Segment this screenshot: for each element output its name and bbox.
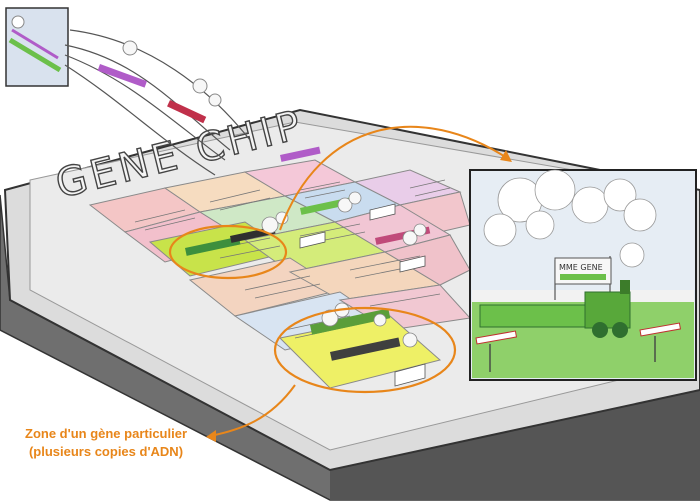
zone-caption: Zone d'un gène particulier (plusieurs co… [6,425,206,461]
arrow-to-inset [279,125,511,231]
highlight-ellipse-large [273,306,457,394]
zoom-inset: MME GENE [469,169,697,381]
highlight-ellipse-small [168,224,288,280]
caption-line-1: Zone d'un gène particulier [25,426,187,441]
arrow-to-caption [209,384,296,437]
inset-banner: MME GENE [554,256,612,300]
chip-side-front [330,390,700,500]
caption-line-2: (plusieurs copies d'ADN) [28,444,184,459]
flowing-trains [97,40,222,124]
train-icon [479,280,631,338]
inset-banner-text: MME GENE [559,263,603,272]
barrier-icon [299,203,426,387]
steam-icon [483,169,657,268]
dna-strand-icon [185,146,431,361]
dna-flow-lines [64,29,251,176]
arrow-to-caption-head [206,430,216,442]
arrow-to-inset-head [500,150,512,162]
barrier-icon [475,322,682,372]
sample-source-thumbnail [5,7,69,87]
